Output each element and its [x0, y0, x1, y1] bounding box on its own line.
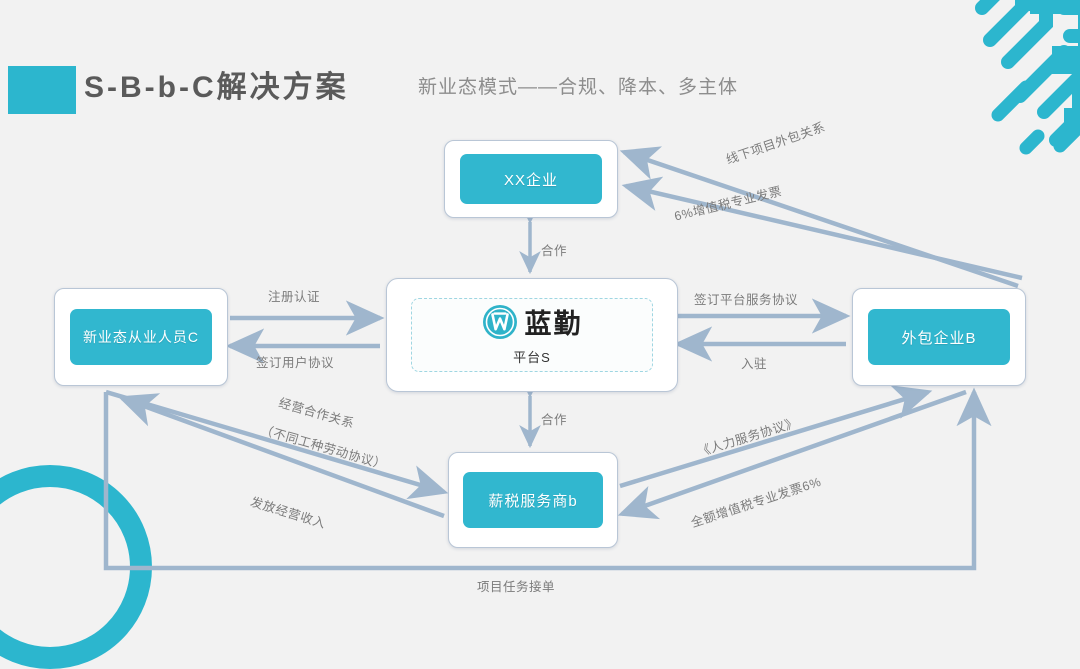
node-outsourcing-b[interactable]: 外包企业B: [852, 288, 1026, 386]
page-title: S-B-b-C解决方案: [84, 71, 349, 104]
platform-role-label: 平台S: [513, 350, 551, 365]
node-xx-enterprise[interactable]: XX企业: [444, 140, 618, 218]
edge-label-cooperation-top: 合作: [541, 244, 568, 258]
node-worker-c[interactable]: 新业态从业人员C: [54, 288, 228, 386]
node-outsourcing-b-label: 外包企业B: [868, 309, 1010, 365]
node-platform-s[interactable]: 蓝勤 平台S: [386, 278, 678, 392]
corner-zigzag-decoration-icon: [960, 0, 1080, 180]
lanqin-circle-logo-icon: [482, 304, 518, 345]
edge-label-platform-service-agreement: 签订平台服务协议: [694, 293, 799, 307]
edge-label-project-task-order: 项目任务接单: [477, 580, 556, 594]
title-accent-block: [8, 66, 76, 114]
platform-brand-name: 蓝勤: [524, 309, 583, 339]
node-payroll-service-b-label: 薪税服务商b: [463, 472, 603, 528]
node-worker-c-label: 新业态从业人员C: [70, 309, 212, 365]
edge-label-sign-user-agreement: 签订用户协议: [256, 356, 335, 370]
edge-label-cooperation-bottom: 合作: [541, 413, 568, 427]
edge-label-register-auth: 注册认证: [268, 290, 321, 304]
page-subtitle: 新业态模式——合规、降本、多主体: [418, 77, 739, 98]
edge-label-onboarding: 入驻: [741, 357, 768, 371]
platform-logo-frame: 蓝勤 平台S: [411, 298, 653, 372]
node-payroll-service-b[interactable]: 薪税服务商b: [448, 452, 618, 548]
node-xx-enterprise-label: XX企业: [460, 154, 602, 204]
diagram-connectors: [103, 146, 1023, 571]
